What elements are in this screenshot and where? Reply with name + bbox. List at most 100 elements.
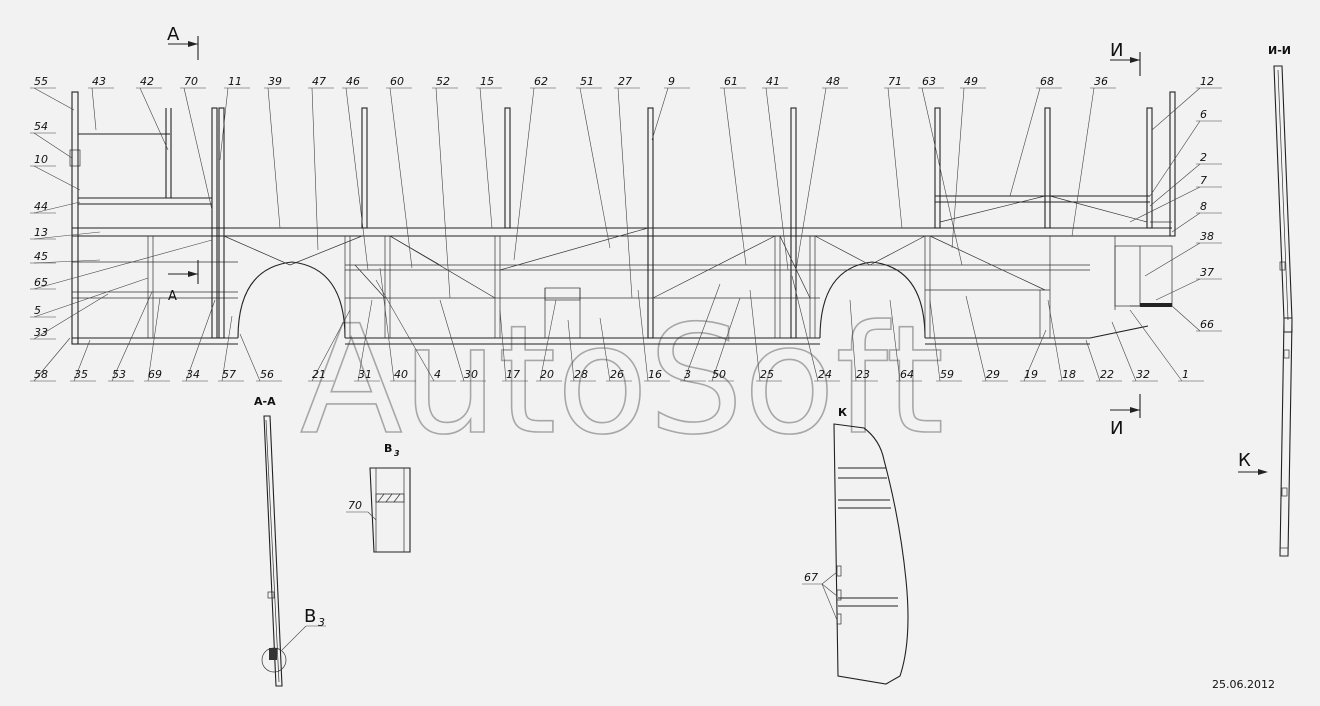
section-aa: А-А В 3 <box>254 395 326 687</box>
part-label-63: 63 <box>922 75 936 88</box>
part-label-41: 41 <box>766 75 780 88</box>
leader-line <box>683 283 721 382</box>
part-label-34: 34 <box>186 368 200 381</box>
part-label-49: 49 <box>964 75 978 88</box>
part-label-12: 12 <box>1200 75 1214 88</box>
leader-line <box>1149 120 1201 197</box>
part-label-11: 11 <box>228 75 242 88</box>
leader-line <box>1151 87 1201 131</box>
part-label-65: 65 <box>34 276 48 289</box>
detail-b3-title: В <box>384 442 392 455</box>
part-label-22: 22 <box>1100 368 1114 381</box>
part-label-55: 55 <box>34 75 48 88</box>
leader-line <box>435 87 451 299</box>
leader-line <box>357 299 373 382</box>
leader-line <box>33 293 109 340</box>
leader-line <box>221 315 233 382</box>
part-label-70: 70 <box>184 75 198 88</box>
leader-line <box>513 87 535 261</box>
leader-line <box>439 299 465 382</box>
leader-line <box>33 239 213 290</box>
part-label-42: 42 <box>140 75 154 88</box>
leader-line <box>499 309 507 382</box>
part-label-28: 28 <box>574 368 588 381</box>
leader-line <box>539 299 557 382</box>
part-label-16: 16 <box>648 368 662 381</box>
part-label-6: 6 <box>1200 108 1207 121</box>
part-label-61: 61 <box>724 75 738 88</box>
leader-line <box>711 297 741 382</box>
leader-line <box>723 87 747 266</box>
leader-line <box>479 87 493 229</box>
leader-line <box>1149 163 1201 207</box>
part-label-33: 33 <box>34 326 48 339</box>
part-label-26: 26 <box>610 368 624 381</box>
leader-line <box>139 87 169 151</box>
leader-line <box>379 267 395 382</box>
leader-line <box>1129 309 1183 382</box>
part-label-9: 9 <box>668 75 675 88</box>
leader-line <box>849 299 857 382</box>
leader-line <box>147 297 161 382</box>
leader-line <box>929 299 941 382</box>
part-label-35: 35 <box>74 368 88 381</box>
leader-line <box>33 132 73 159</box>
leader-line <box>637 289 649 382</box>
detail-b3: В 3 70 <box>346 442 411 553</box>
part-label-38: 38 <box>1200 230 1214 243</box>
part-label-8: 8 <box>1200 200 1207 213</box>
leader-line <box>1144 242 1201 277</box>
leader-lines <box>30 87 1222 382</box>
part-label-59: 59 <box>940 368 954 381</box>
leader-line <box>375 279 435 382</box>
part-label-52: 52 <box>436 75 450 88</box>
part-label-66: 66 <box>1200 318 1214 331</box>
view-k: К 67 <box>802 406 909 685</box>
part-label-17: 17 <box>506 368 520 381</box>
leader-line <box>183 87 213 211</box>
part-label-36: 36 <box>1094 75 1108 88</box>
leader-line <box>33 337 71 382</box>
section-mark-a: А <box>167 24 180 45</box>
part-label-50: 50 <box>712 368 726 381</box>
part-label-10: 10 <box>34 153 48 166</box>
detail-b3-title-sub: 3 <box>394 449 400 458</box>
section-mark-i: И <box>1110 40 1123 61</box>
leader-line <box>617 87 633 299</box>
part-label-58: 58 <box>34 368 48 381</box>
detail-ref-b3: В <box>304 606 316 627</box>
part-label-18: 18 <box>1062 368 1076 381</box>
leader-line <box>311 309 351 382</box>
part-label-2: 2 <box>1200 151 1207 164</box>
leader-line <box>795 87 827 271</box>
leader-line <box>185 299 216 382</box>
leader-line <box>791 275 819 382</box>
leader-line <box>1155 278 1201 301</box>
part-label-40: 40 <box>394 368 408 381</box>
part-label-13: 13 <box>34 226 48 239</box>
part-label-64: 64 <box>900 368 914 381</box>
leader-line <box>599 317 611 382</box>
part-label-68: 68 <box>1040 75 1054 88</box>
leader-line <box>951 87 965 249</box>
part-label-45: 45 <box>34 250 48 263</box>
leader-line <box>749 289 761 382</box>
part-label-69: 69 <box>148 368 162 381</box>
part-label-7: 7 <box>1200 174 1207 187</box>
part-label-1: 1 <box>1182 368 1189 381</box>
leader-line <box>889 299 901 382</box>
part-label-21: 21 <box>312 368 326 381</box>
detail-ref-b3-sub: 3 <box>318 616 325 629</box>
part-label-48: 48 <box>826 75 840 88</box>
part-label-4: 4 <box>434 368 441 381</box>
leader-line <box>1171 305 1201 332</box>
part-label-56: 56 <box>260 368 274 381</box>
leader-line <box>33 259 101 264</box>
leader-line <box>567 319 575 382</box>
part-label-47: 47 <box>312 75 326 88</box>
section-mark-i-lower: И <box>1110 418 1123 439</box>
detail-b3-label-70: 70 <box>348 499 362 512</box>
leader-line <box>1047 299 1063 382</box>
leader-line <box>765 87 789 271</box>
part-label-60: 60 <box>390 75 404 88</box>
